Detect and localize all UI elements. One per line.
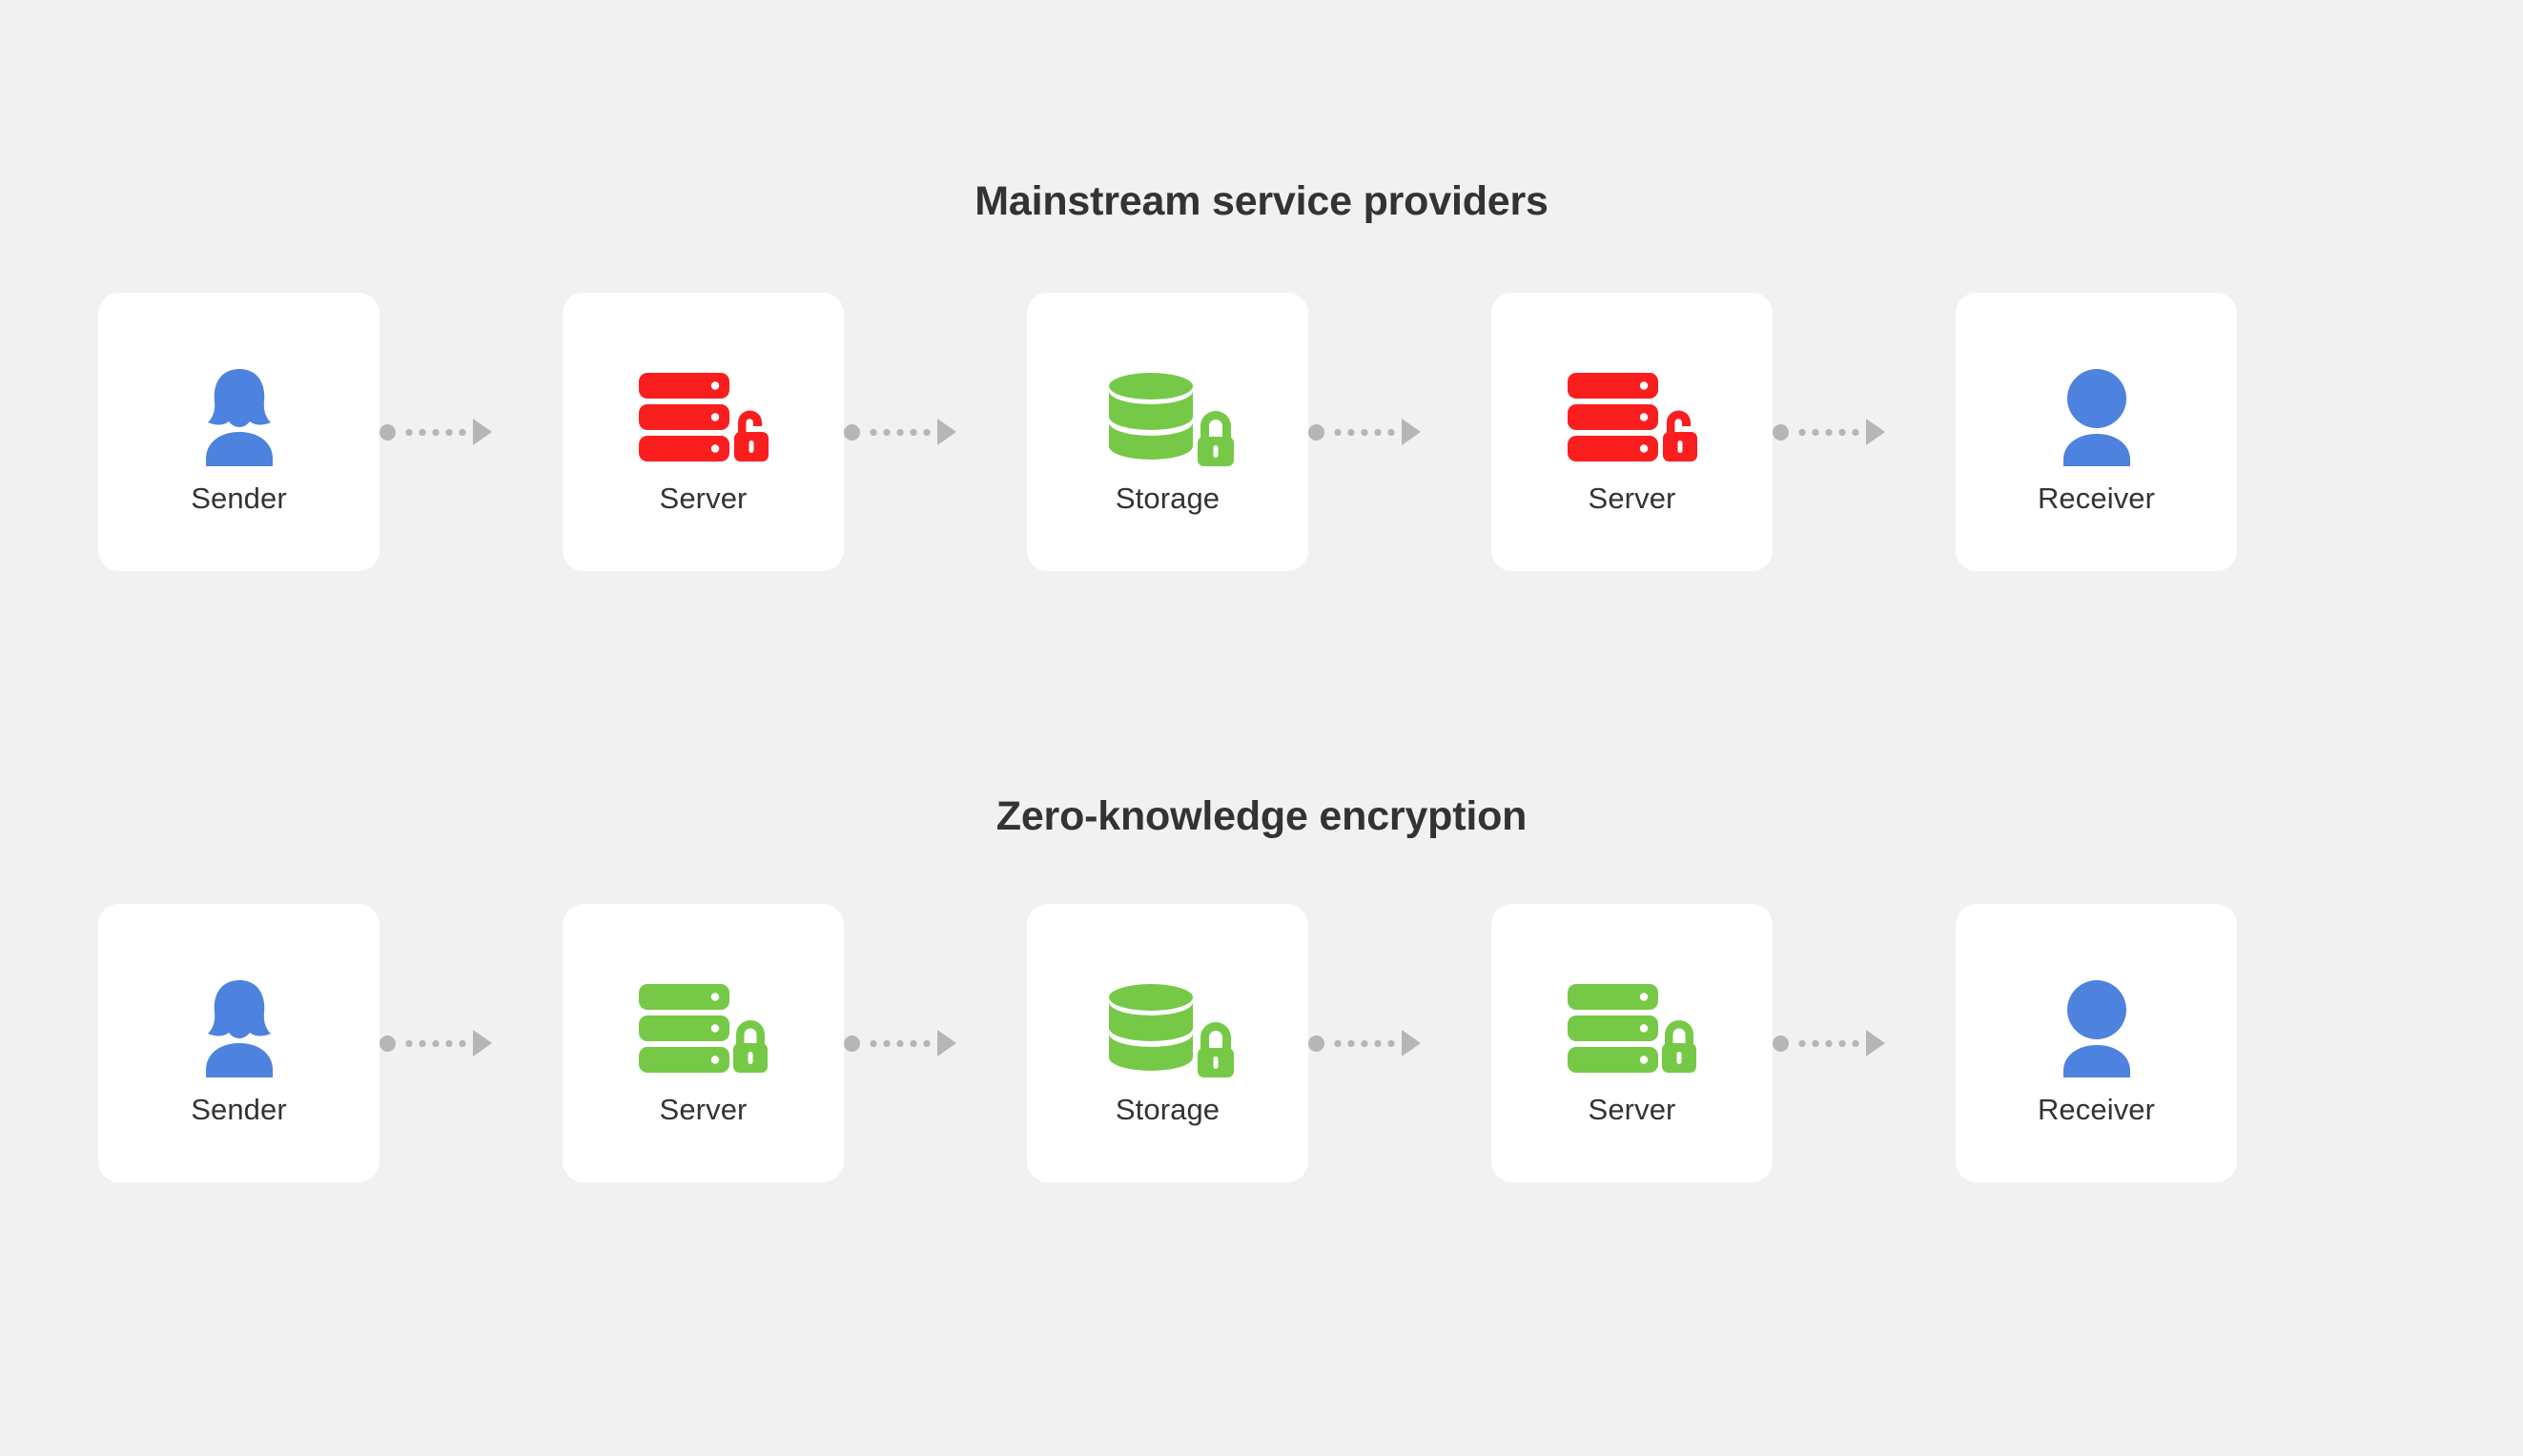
- connector-server-1-to-storage-zero-knowledge: [844, 1028, 956, 1058]
- connector-dotted-line: [1331, 428, 1395, 436]
- connector-server-2-to-receiver-mainstream: [1773, 417, 1885, 447]
- server-icon: [1566, 352, 1699, 466]
- node-label: Storage: [1115, 1092, 1220, 1126]
- flow-row-mainstream: Sender: [98, 293, 2425, 571]
- node-label: Storage: [1115, 481, 1220, 515]
- arrow-right-icon: [937, 1030, 956, 1056]
- node-label: Sender: [191, 1092, 287, 1126]
- connector-storage-to-server-2-mainstream: [1308, 417, 1421, 447]
- connector-start-dot: [1308, 423, 1324, 441]
- person-male-icon: [2049, 352, 2144, 466]
- connector-server-2-to-receiver-zero-knowledge: [1773, 1028, 1885, 1058]
- arrow-right-icon: [937, 419, 956, 445]
- connector-storage-to-server-2-zero-knowledge: [1308, 1028, 1421, 1058]
- database-icon: [1101, 352, 1235, 466]
- node-card-server-2-mainstream[interactable]: Server: [1491, 293, 1773, 571]
- connector-dotted-line: [1331, 1039, 1395, 1047]
- connector-dotted-line: [402, 1039, 466, 1047]
- flow-row-zero-knowledge: Sender: [98, 904, 2425, 1182]
- node-label: Server: [659, 481, 748, 515]
- node-card-server-1-zero-knowledge[interactable]: Server: [563, 904, 844, 1182]
- connector-dotted-line: [867, 428, 931, 436]
- node-label: Server: [659, 1092, 748, 1126]
- node-label: Server: [1588, 481, 1676, 515]
- connector-start-dot: [379, 1035, 396, 1052]
- arrow-right-icon: [473, 419, 492, 445]
- node-label: Server: [1588, 1092, 1676, 1126]
- section-title-zero-knowledge: Zero-knowledge encryption: [995, 793, 1528, 839]
- node-label: Receiver: [2037, 481, 2156, 515]
- node-label: Sender: [191, 481, 287, 515]
- connector-start-dot: [379, 423, 396, 441]
- person-female-icon: [192, 352, 287, 466]
- node-card-sender-zero-knowledge[interactable]: Sender: [98, 904, 379, 1182]
- database-icon: [1101, 963, 1235, 1077]
- node-card-server-1-mainstream[interactable]: Server: [563, 293, 844, 571]
- person-male-icon: [2049, 963, 2144, 1077]
- arrow-right-icon: [1866, 1030, 1885, 1056]
- arrow-right-icon: [1866, 419, 1885, 445]
- section-zero-knowledge: Zero-knowledge encryption Sender: [98, 796, 2523, 1182]
- section-mainstream: Mainstream service providers Sender: [98, 181, 2523, 571]
- connector-start-dot: [1773, 1035, 1789, 1052]
- node-label: Receiver: [2037, 1092, 2156, 1126]
- connector-dotted-line: [1795, 1039, 1859, 1047]
- node-card-receiver-zero-knowledge[interactable]: Receiver: [1956, 904, 2237, 1182]
- connector-dotted-line: [402, 428, 466, 436]
- connector-sender-to-server-1-zero-knowledge: [379, 1028, 492, 1058]
- node-card-storage-mainstream[interactable]: Storage: [1027, 293, 1308, 571]
- arrow-right-icon: [1402, 1030, 1421, 1056]
- connector-start-dot: [844, 1035, 860, 1052]
- connector-start-dot: [1773, 423, 1789, 441]
- connector-start-dot: [844, 423, 860, 441]
- connector-sender-to-server-1-mainstream: [379, 417, 492, 447]
- node-card-sender-mainstream[interactable]: Sender: [98, 293, 379, 571]
- server-icon: [637, 963, 770, 1077]
- connector-start-dot: [1308, 1035, 1324, 1052]
- arrow-right-icon: [1402, 419, 1421, 445]
- connector-server-1-to-storage-mainstream: [844, 417, 956, 447]
- connector-dotted-line: [867, 1039, 931, 1047]
- node-card-storage-zero-knowledge[interactable]: Storage: [1027, 904, 1308, 1182]
- section-title-mainstream: Mainstream service providers: [974, 178, 1549, 224]
- node-card-receiver-mainstream[interactable]: Receiver: [1956, 293, 2237, 571]
- node-card-server-2-zero-knowledge[interactable]: Server: [1491, 904, 1773, 1182]
- server-icon: [637, 352, 770, 466]
- person-female-icon: [192, 963, 287, 1077]
- arrow-right-icon: [473, 1030, 492, 1056]
- server-icon: [1566, 963, 1699, 1077]
- connector-dotted-line: [1795, 428, 1859, 436]
